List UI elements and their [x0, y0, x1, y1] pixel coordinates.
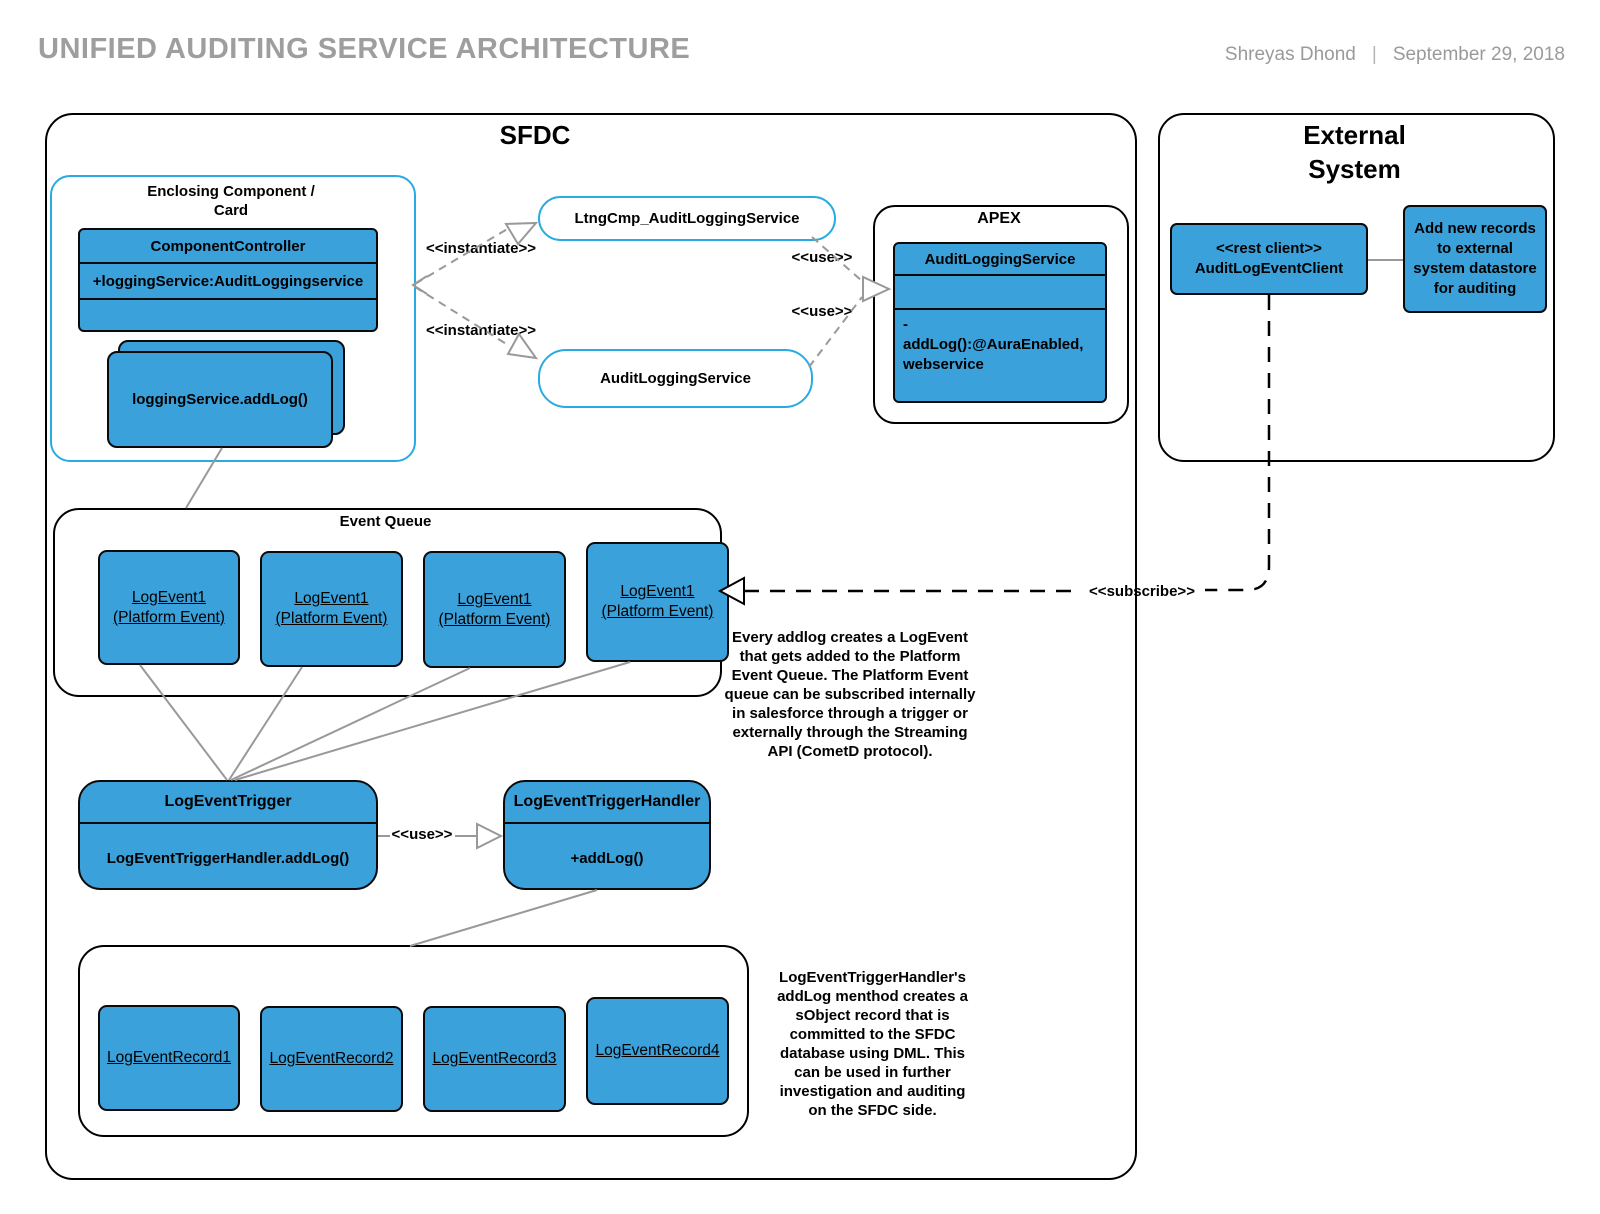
log-event-trigger-class: LogEventTrigger LogEventTriggerHandler.a…: [78, 780, 378, 890]
log-event-box-2: LogEvent1 (Platform Event): [260, 551, 403, 667]
use-label-bottom: <<use>>: [791, 303, 853, 320]
instantiate-label-bottom: <<instantiate>>: [425, 322, 537, 339]
rest-client-box: <<rest client>> AuditLogEventClient: [1170, 223, 1368, 295]
component-controller-class: ComponentController +loggingService:Audi…: [78, 228, 378, 332]
subscribe-label: <<subscribe>>: [1089, 583, 1195, 600]
sfdc-label: SFDC: [499, 120, 571, 150]
log-event-record-4: LogEventRecord4: [586, 997, 729, 1105]
component-controller-empty: [80, 300, 376, 330]
log-event-trigger-handler-body: +addLog(): [570, 849, 644, 867]
log-event-trigger-handler-name: LogEventTriggerHandler: [505, 782, 709, 824]
byline-separator: |: [1371, 44, 1377, 65]
card-front: loggingService.addLog(): [107, 351, 333, 448]
component-controller-name: ComponentController: [80, 230, 376, 264]
log-event-record-1: LogEventRecord1: [98, 1005, 240, 1111]
auditloggingservice-pill: AuditLoggingService: [538, 349, 813, 408]
log-event-record-2: LogEventRecord2: [260, 1006, 403, 1112]
apex-class-name: AuditLoggingService: [895, 244, 1105, 276]
datastore-box: Add new records to external system datas…: [1403, 205, 1547, 313]
ltngcmp-pill: LtngCmp_AuditLoggingService: [538, 196, 836, 241]
apex-class-empty: [895, 276, 1105, 310]
instantiate-label-top: <<instantiate>>: [425, 240, 537, 257]
page-title: UNIFIED AUDITING SERVICE ARCHITECTURE: [38, 33, 691, 65]
use-label-trigger: <<use>>: [391, 826, 453, 843]
date: September 29, 2018: [1392, 44, 1565, 65]
record-note: LogEventTriggerHandler's addLog menthod …: [777, 969, 968, 1119]
enclosing-component-title: Enclosing Component / Card: [147, 183, 315, 219]
log-event-record-3: LogEventRecord3: [423, 1006, 566, 1112]
byline: Shreyas Dhond | September 29, 2018: [1225, 44, 1565, 66]
log-event-box-1: LogEvent1 (Platform Event): [98, 550, 240, 665]
log-event-trigger-handler-class: LogEventTriggerHandler +addLog(): [503, 780, 711, 890]
log-event-box-4: LogEvent1 (Platform Event): [586, 542, 729, 662]
apex-class: AuditLoggingService - addLog():@AuraEnab…: [893, 242, 1107, 403]
queue-note: Every addlog creates a LogEvent that get…: [724, 629, 976, 760]
log-event-box-3: LogEvent1 (Platform Event): [423, 551, 566, 668]
use-label-top: <<use>>: [791, 249, 853, 266]
external-system-title: External System: [1303, 120, 1406, 184]
event-queue-title: Event Queue: [339, 513, 432, 530]
author-name: Shreyas Dhond: [1224, 44, 1356, 65]
log-event-trigger-name: LogEventTrigger: [80, 782, 376, 824]
component-controller-attr: +loggingService:AuditLoggingservice: [80, 264, 376, 300]
apex-title: APEX: [977, 210, 1021, 227]
log-event-trigger-body: LogEventTriggerHandler.addLog(): [106, 849, 350, 867]
apex-class-methods: - addLog():@AuraEnabled, webservice: [903, 316, 1084, 373]
